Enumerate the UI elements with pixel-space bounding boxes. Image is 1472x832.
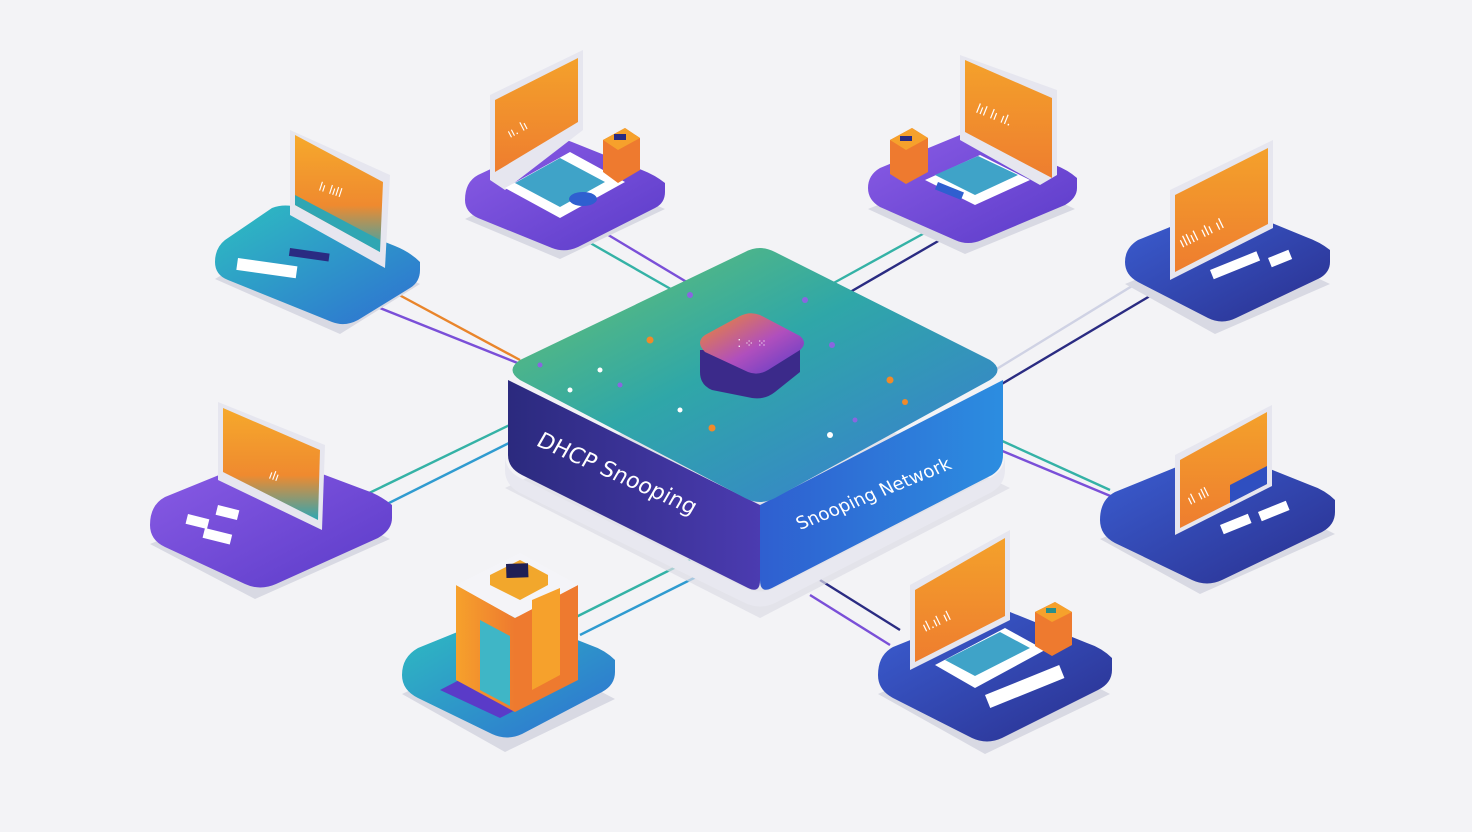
laptop-icon: lı lıll: [290, 130, 390, 268]
link-bottom-right: [819, 578, 901, 632]
link-top-right-alt: [844, 238, 941, 297]
link-left-alt: [374, 433, 526, 512]
cube-icon: [890, 128, 928, 184]
cube-icon: [603, 128, 640, 183]
link-right-lower: [999, 448, 1121, 502]
server-icon: [456, 553, 578, 712]
node-right-lower-monitor[interactable]: ıl ıll: [1100, 405, 1335, 594]
hub-chip: ⁚ ⁘ ⁙: [700, 313, 804, 399]
link-right-upper: [999, 288, 1161, 387]
link-right-upper-alt: [994, 273, 1151, 372]
link-top-left-alt: [389, 288, 521, 362]
node-top-left-laptop[interactable]: lı lıll: [215, 130, 420, 334]
node-right-upper-monitor[interactable]: ıllıl ılı ıl: [1125, 140, 1330, 334]
node-top-right-laptop[interactable]: lıl lı ıl.: [868, 55, 1077, 254]
monitor-icon: ıllıl ılı ıl: [1170, 140, 1273, 280]
cube-icon: [1035, 602, 1072, 656]
link-top-center: [599, 228, 701, 292]
pad: [150, 457, 392, 588]
laptop-icon: ıl.ıl ıl: [910, 530, 1045, 688]
hub-switch[interactable]: ⁚ ⁘ ⁙ DHCP Snooping Snooping Network: [505, 248, 1010, 618]
laptop-icon: lıl lı ıl.: [925, 55, 1057, 205]
hub-chip-glyph: ⁚ ⁘ ⁙: [738, 337, 767, 350]
node-bottom-left-server[interactable]: [402, 553, 615, 752]
monitor-icon: ıl ıll: [1175, 405, 1272, 535]
node-top-center-laptop[interactable]: ıı. lı: [465, 50, 665, 259]
link-top-right: [829, 228, 931, 287]
laptop-icon: ıı. lı: [490, 50, 625, 218]
link-left: [364, 418, 521, 497]
hub-side-left: [508, 380, 760, 590]
hub-dots: [537, 292, 908, 438]
screen-glyph: ılı: [267, 468, 281, 485]
link-bottom-right-alt: [809, 593, 891, 647]
link-right-lower-alt: [999, 438, 1111, 492]
pad: [215, 205, 420, 325]
link-bottom-left-alt: [579, 573, 701, 637]
hub-side-right: [760, 380, 1003, 590]
pad: [1100, 452, 1335, 584]
monitor-icon: ılı: [218, 402, 325, 530]
node-bottom-right-laptop[interactable]: ıl.ıl ıl: [878, 530, 1112, 754]
node-left-monitor[interactable]: ılı: [150, 402, 392, 599]
